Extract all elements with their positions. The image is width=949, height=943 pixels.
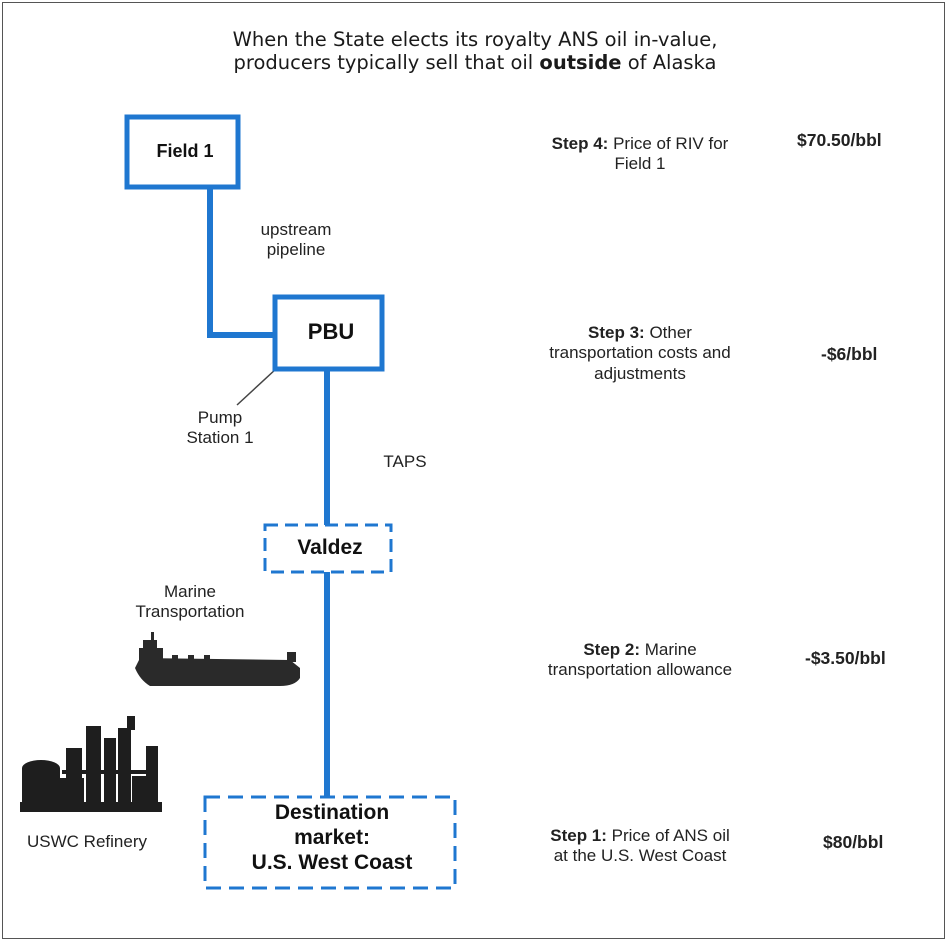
destination-box bbox=[203, 795, 457, 890]
ship-icon bbox=[135, 632, 300, 686]
step-3-line-2: transportation costs and bbox=[549, 343, 731, 363]
field1-label: Field 1 bbox=[156, 141, 214, 161]
step-1-value: $80/bbl bbox=[823, 832, 884, 852]
diagram-title: When the State elects its royalty ANS oi… bbox=[150, 28, 800, 75]
step-2-line-1: Step 2: Marine bbox=[505, 640, 775, 660]
step-4-value: $70.50/bbl bbox=[797, 130, 882, 150]
step-3-key: Step 3: bbox=[588, 323, 645, 342]
step-4-text-1: Price of RIV for bbox=[608, 134, 729, 153]
taps-label: TAPS bbox=[383, 452, 427, 471]
step-1-key: Step 1: bbox=[550, 826, 607, 845]
step-3-line-1: Step 3: Other bbox=[505, 323, 775, 343]
title-emphasis: outside bbox=[539, 51, 622, 75]
step-3-line-3: adjustments bbox=[594, 363, 686, 383]
field1-box bbox=[124, 114, 241, 190]
step-4-line-1: Step 4: Price of RIV for bbox=[505, 134, 775, 154]
title-line-2: producers typically sell that oil outsid… bbox=[150, 51, 800, 74]
pump-station-leader bbox=[236, 367, 278, 406]
step-2-line-2: transportation allowance bbox=[547, 660, 733, 680]
refinery-label: USWC Refinery bbox=[27, 832, 147, 851]
pump-line-2: Station 1 bbox=[186, 428, 254, 448]
step-1-text-1: Price of ANS oil bbox=[606, 826, 730, 845]
step-3-text: Step 3: Other transportation costs and a… bbox=[505, 323, 775, 384]
marine-transportation-label: Marine Transportation bbox=[110, 582, 270, 623]
pbu-box bbox=[272, 294, 385, 372]
destination-line-2: market: bbox=[294, 826, 370, 850]
upstream-pipeline-label: upstream pipeline bbox=[236, 220, 356, 261]
step-3-value: -$6/bbl bbox=[821, 344, 878, 364]
refinery-icon bbox=[20, 716, 162, 812]
marine-line-2: Transportation bbox=[135, 602, 245, 622]
step-4-line-2: Field 1 bbox=[614, 154, 666, 174]
step-3-text-1: Other bbox=[644, 323, 692, 342]
destination-line-3: U.S. West Coast bbox=[251, 851, 413, 875]
valdez-label: Valdez bbox=[297, 536, 363, 559]
title-line-2-start: producers typically sell that oil bbox=[233, 51, 540, 75]
destination-line-1: Destination bbox=[274, 801, 390, 824]
pump-station-label: Pump Station 1 bbox=[160, 408, 280, 449]
upstream-pipeline-line bbox=[207, 185, 277, 338]
step-4-text: Step 4: Price of RIV for Field 1 bbox=[505, 134, 775, 175]
step-2-key: Step 2: bbox=[583, 640, 640, 659]
pbu-label: PBU bbox=[307, 319, 355, 344]
step-1-line-1: Step 1: Price of ANS oil bbox=[505, 826, 775, 846]
title-line-1: When the State elects its royalty ANS oi… bbox=[232, 28, 718, 51]
marine-line-1: Marine bbox=[164, 582, 216, 601]
step-2-value: -$3.50/bbl bbox=[805, 648, 886, 668]
upstream-line-2: pipeline bbox=[266, 240, 326, 260]
destination-label: Destination market: U.S. West Coast bbox=[205, 800, 459, 876]
step-1-line-2: at the U.S. West Coast bbox=[553, 846, 727, 866]
step-2-text: Step 2: Marine transportation allowance bbox=[505, 640, 775, 681]
step-2-text-1: Marine bbox=[640, 640, 697, 659]
step-1-text: Step 1: Price of ANS oil at the U.S. Wes… bbox=[505, 826, 775, 867]
step-4-key: Step 4: bbox=[551, 134, 609, 153]
pump-line-1: Pump bbox=[197, 408, 243, 427]
title-line-2-end: of Alaska bbox=[621, 51, 717, 75]
upstream-line-1: upstream bbox=[260, 220, 332, 239]
valdez-box bbox=[263, 523, 393, 574]
